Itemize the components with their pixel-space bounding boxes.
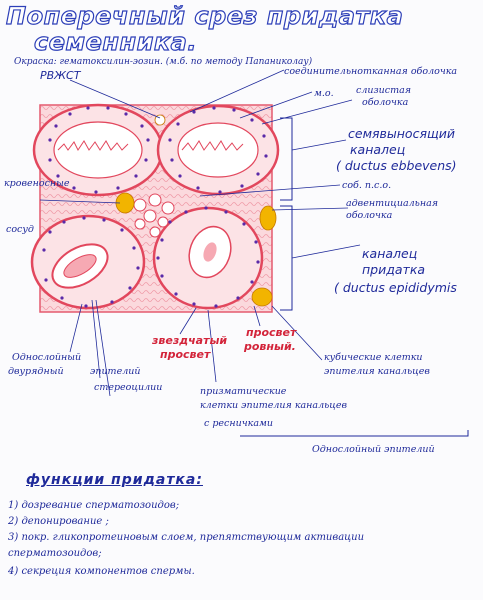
label-epithelium: эпителий — [90, 366, 141, 377]
leader-lines — [39, 69, 361, 397]
blood-vessel-clusters — [115, 114, 277, 307]
label-prismatic3: с ресничками — [204, 418, 273, 429]
label-mo: м.о. — [314, 88, 334, 99]
label-epididymis-2: придатка — [362, 262, 426, 277]
function-item: 2) депонирование ; — [8, 516, 109, 527]
page-title-line2: семенника. — [33, 27, 197, 56]
epididymal-duct-center — [152, 206, 264, 310]
efferent-tubule-left — [32, 103, 164, 197]
label-cuboid2: эпителия канальцев — [324, 366, 430, 377]
functions-title: функции придатка: — [26, 472, 203, 488]
label-blood-vessels1: кровеносные — [4, 178, 70, 189]
label-cuboid1: кубические клетки — [324, 352, 423, 363]
label-connective-capsule: соединительнотканная оболочка — [284, 66, 458, 77]
label-epididymis-1: каналец — [362, 246, 418, 261]
label-sob-pso: соб. п.с.о. — [342, 180, 392, 191]
label-efferent-1: семявыносящий — [348, 126, 455, 141]
label-epididymis-3: ( ductus epididymis — [334, 280, 457, 295]
label-even-lumen-1: просвет — [246, 326, 297, 339]
page-title-line1: Поперечный срез придатка — [5, 1, 404, 30]
label-rvzh: РВЖСТ — [40, 69, 81, 82]
label-prismatic1: призматические — [200, 386, 287, 397]
label-stereocilia: стереоцилии — [94, 382, 163, 393]
function-item: 4) секреция компонентов спермы. — [8, 566, 195, 577]
label-single-layer1: Однослойный — [12, 352, 82, 363]
label-blood-vessels2: сосуд — [6, 224, 34, 235]
label-mucous1: слизистая — [356, 85, 412, 96]
function-item: 3) покр. гликопротеиновым слоем, препятс… — [8, 532, 365, 543]
function-item: 1) дозревание сперматозоидов; — [8, 500, 180, 511]
efferent-tubule-right — [156, 104, 280, 196]
label-even-lumen-2: ровный. — [244, 340, 296, 353]
label-star-lumen-2: просвет — [160, 348, 211, 361]
label-single-epithelium: Однослойный эпителий — [312, 444, 435, 455]
label-adventitial1: адвентициальная — [346, 198, 439, 209]
connective-tissue-globules — [133, 193, 175, 238]
label-efferent-3: ( ductus ebbevens) — [336, 158, 457, 173]
stain-text: Окраска: гематоксилин-эозин. (м.б. по ме… — [14, 57, 313, 67]
label-efferent-2: каналец — [350, 142, 406, 157]
label-adventitial2: оболочка — [346, 210, 393, 221]
label-prismatic2: клетки эпителия канальцев — [200, 400, 348, 411]
function-item: сперматозоидов; — [8, 548, 102, 559]
label-mucous2: оболочка — [362, 97, 409, 108]
label-star-lumen-1: звездчатый — [152, 334, 228, 347]
label-single-layer2: двурядный — [8, 366, 64, 377]
epididymal-duct-left — [30, 214, 146, 310]
epithelial-nuclei — [42, 106, 268, 308]
